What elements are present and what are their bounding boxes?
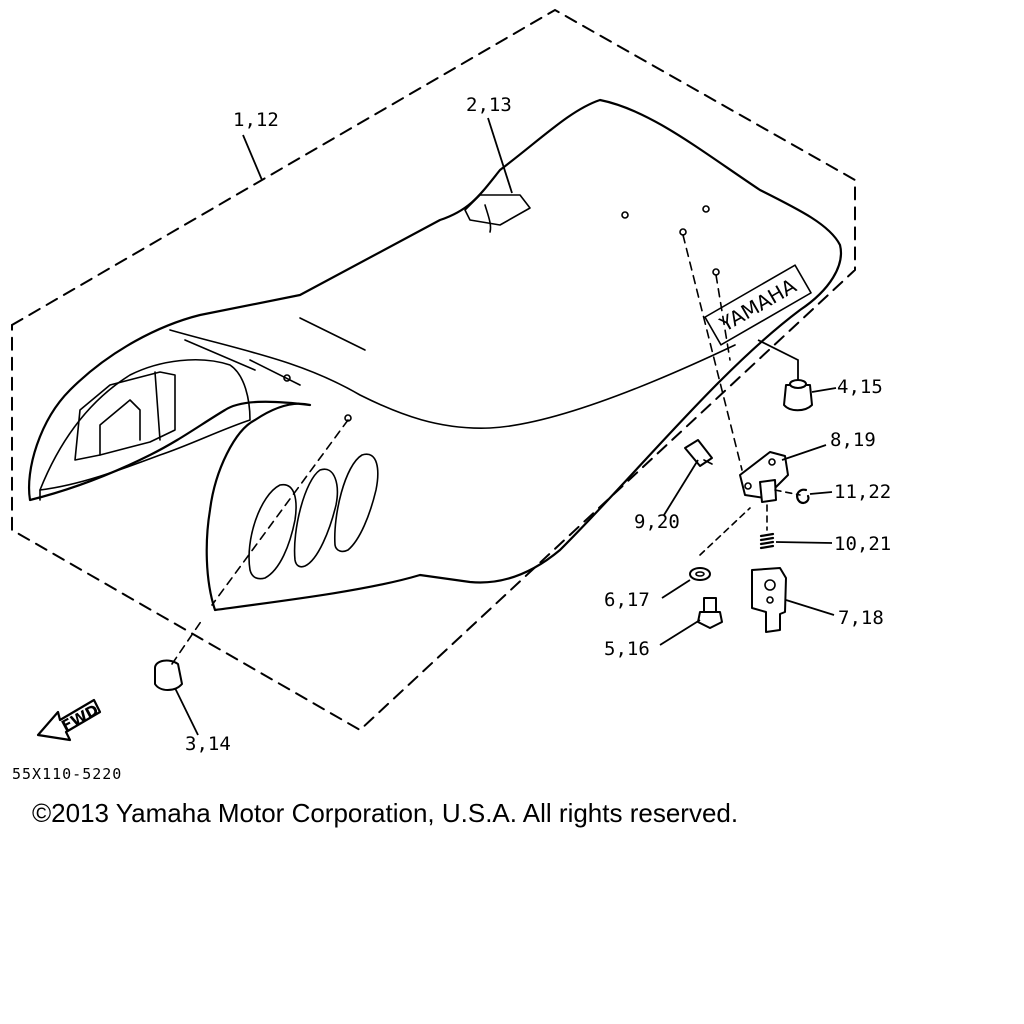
callout-6-17: 6,17 [604,589,650,611]
drawing-code: 55X110-5220 [12,765,122,783]
copyright-notice: ©2013 Yamaha Motor Corporation, U.S.A. A… [32,798,739,828]
seat-cushion: YAMAHA [28,98,843,612]
callout-7-18: 7,18 [838,607,884,629]
callout-4-15: 4,15 [837,376,883,398]
damper-part [783,379,813,412]
front-direction-arrow: FWD [36,698,102,742]
callout-1-12: 1,12 [233,109,279,131]
yamaha-logo: YAMAHA [715,273,801,336]
grommet-part [154,619,203,691]
svg-text:FWD: FWD [58,701,101,735]
callout-8-19: 8,19 [830,429,876,451]
washer-part [689,507,751,581]
screw-part [697,597,723,629]
clip-part [774,488,810,504]
callout-5-16: 5,16 [604,638,650,660]
bolt-part [684,439,713,467]
callout-2-13: 2,13 [466,94,512,116]
assembly-boundary [11,8,856,732]
callout-9-20: 9,20 [634,511,680,533]
callout-10-21: 10,21 [834,533,891,555]
callout-11-22: 11,22 [834,481,891,503]
spring-part [759,504,775,550]
bracket-part [739,451,789,503]
latch-plate-part [751,567,787,633]
callout-3-14: 3,14 [185,733,231,755]
